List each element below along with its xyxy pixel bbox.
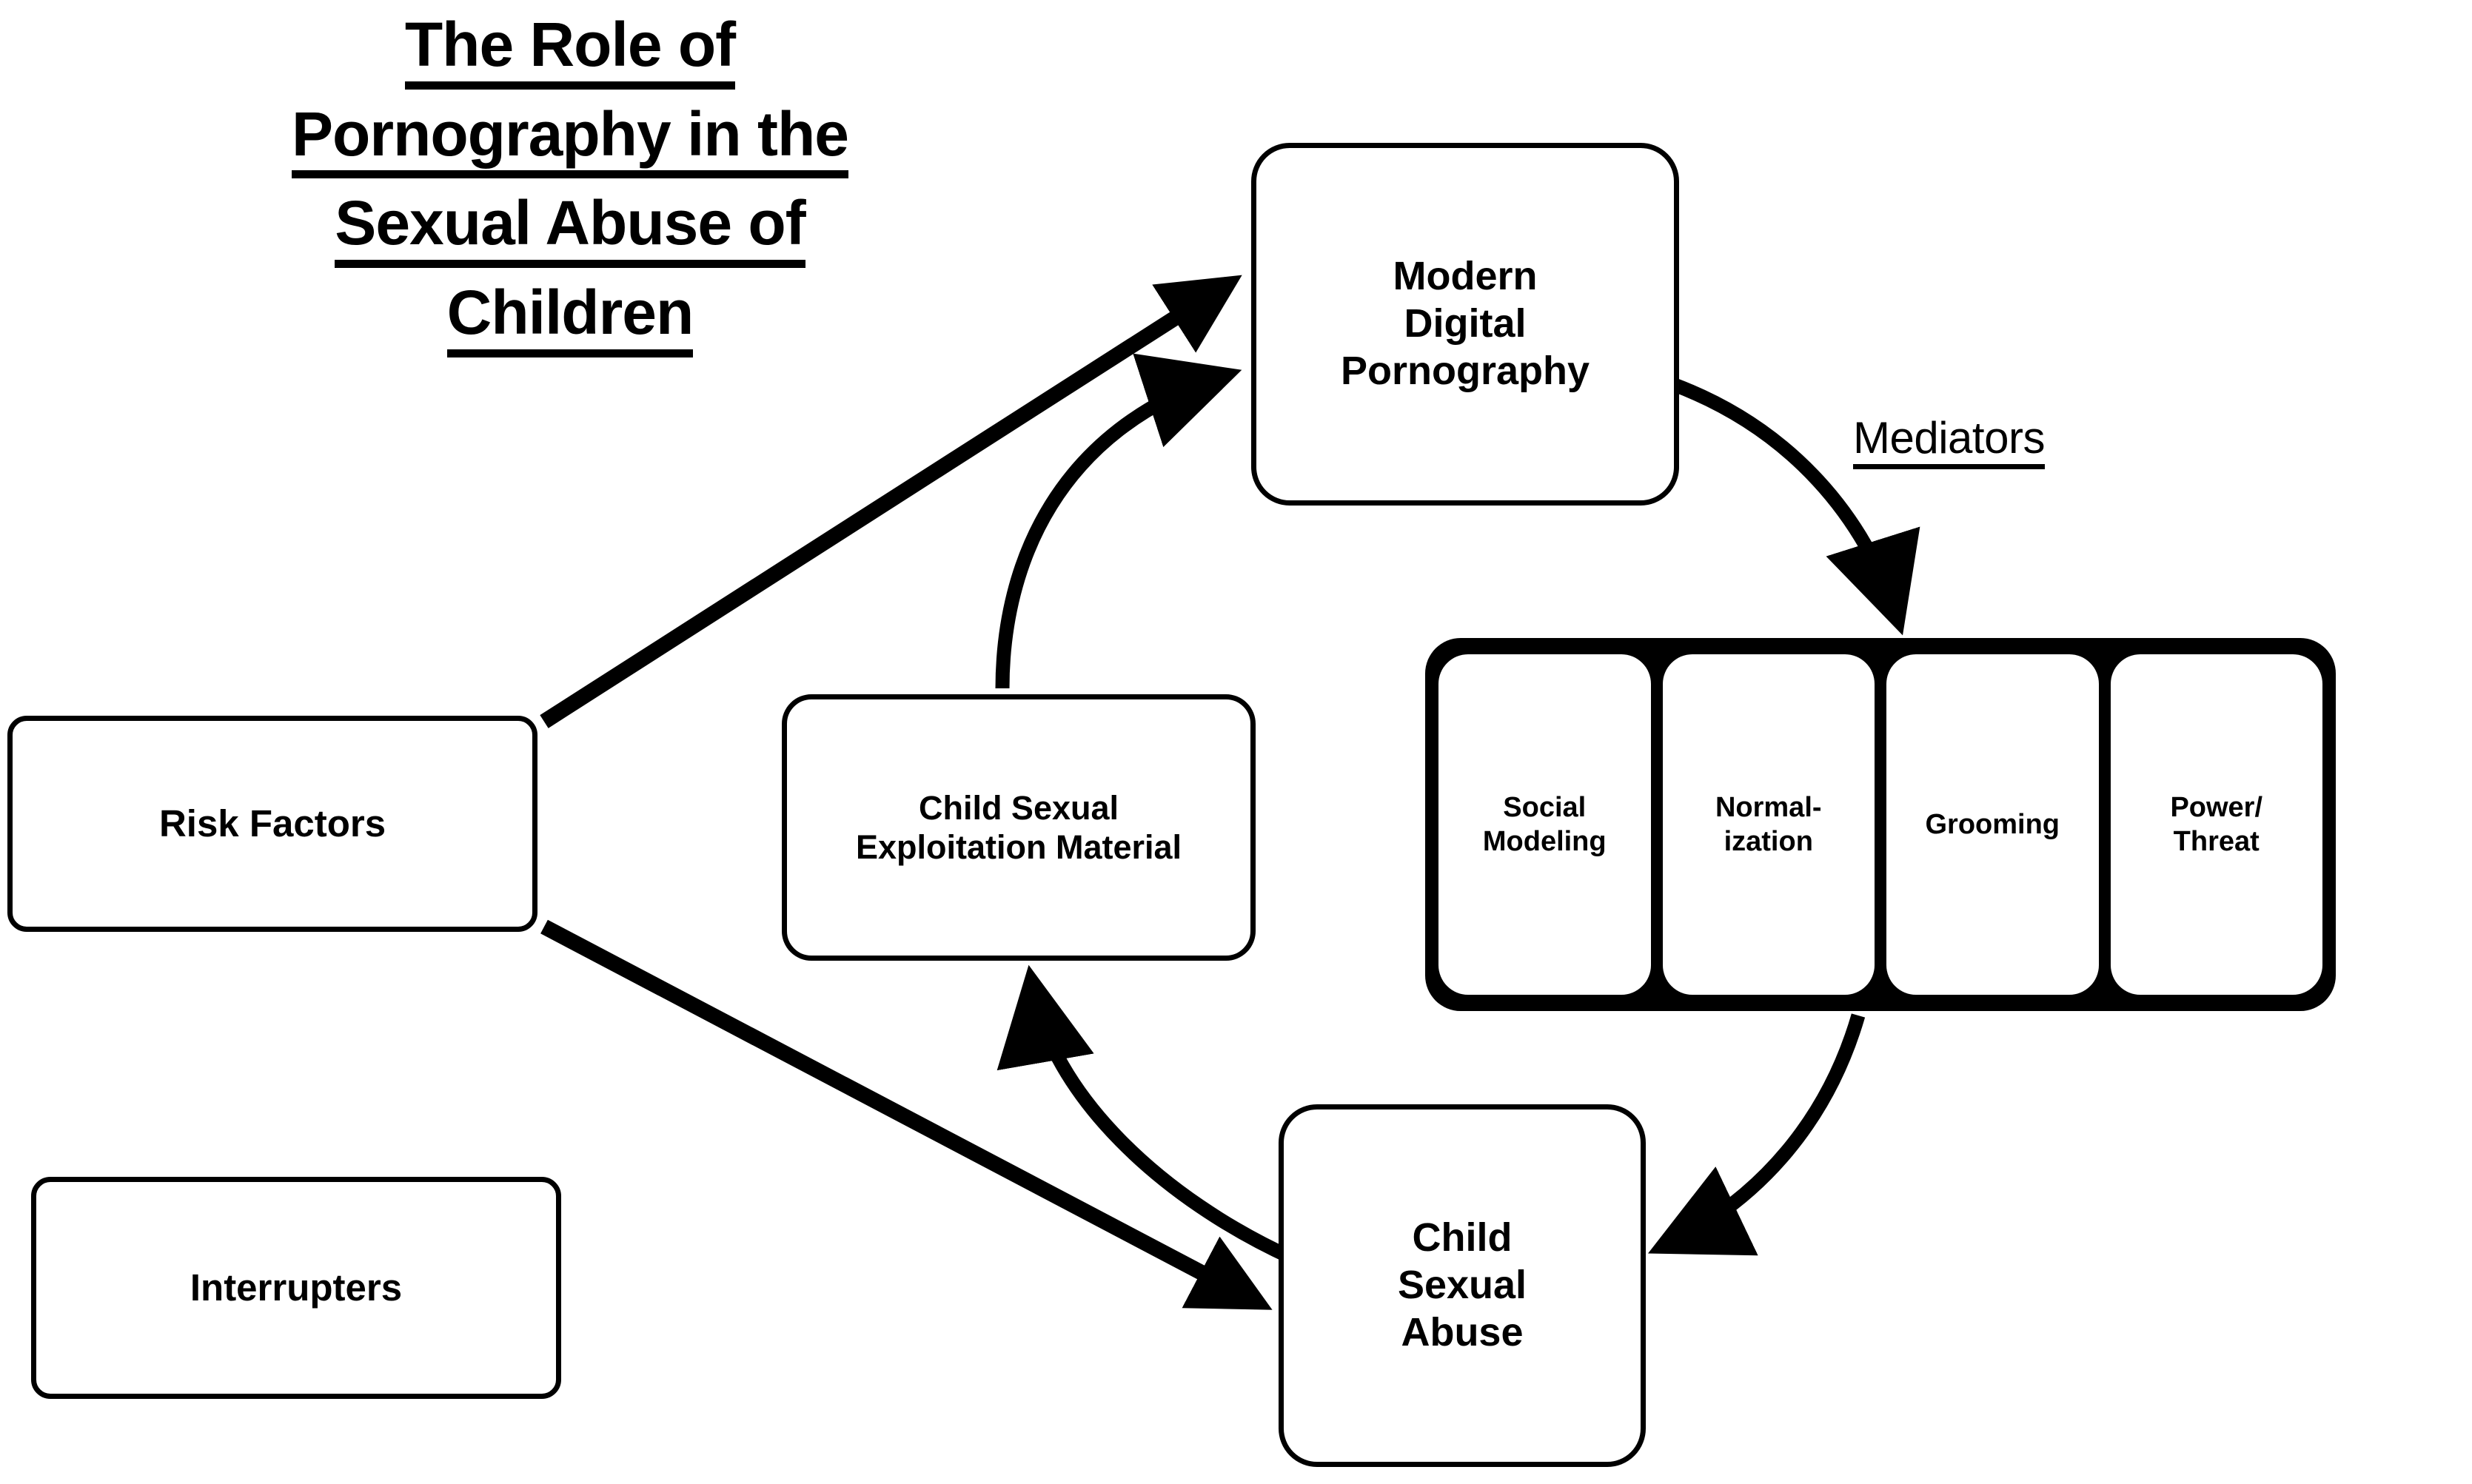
page-title-line-3: Sexual Abuse of xyxy=(133,192,1007,269)
node-interrupters-label: Interrupters xyxy=(190,1266,403,1309)
mediator-item-normalization[interactable]: Normal- ization xyxy=(1662,654,1875,995)
mediator-item-grooming-label: Grooming xyxy=(1925,808,2060,840)
page-title-line-1-text: The Role of xyxy=(404,13,736,90)
page-title-line-3-text: Sexual Abuse of xyxy=(335,192,806,269)
edge-risk-factors-to-child-sexual-abuse xyxy=(540,919,1273,1310)
mediators-heading: Mediators xyxy=(1853,414,2045,469)
node-risk-factors-label: Risk Factors xyxy=(158,802,386,845)
mediator-item-grooming[interactable]: Grooming xyxy=(1886,654,2099,995)
edge-mediators-to-child-sexual-abuse xyxy=(1647,1013,1866,1256)
node-interrupters[interactable]: Interrupters xyxy=(31,1177,561,1399)
page-title-line-2-text: Pornography in the xyxy=(291,102,849,179)
node-child-sexual-exploitation-material[interactable]: Child Sexual Exploitation Material xyxy=(782,694,1256,961)
mediator-item-power-threat-label: Power/ Threat xyxy=(2170,791,2263,857)
node-mediators-group[interactable]: Social Modeling Normal- ization Grooming… xyxy=(1425,638,2336,1011)
edge-csem-to-modern-digital-pornography xyxy=(995,353,1242,689)
node-modern-digital-pornography-label: Modern Digital Pornography xyxy=(1340,254,1590,393)
page-title: The Role of Pornography in the Sexual Ab… xyxy=(133,13,1007,371)
mediator-item-social-modeling[interactable]: Social Modeling xyxy=(1438,654,1651,995)
mediator-item-social-modeling-label: Social Modeling xyxy=(1482,791,1607,857)
edge-child-sexual-abuse-to-csem xyxy=(996,964,1296,1265)
page-title-line-4: Children xyxy=(133,281,1007,357)
mediator-item-power-threat[interactable]: Power/ Threat xyxy=(2110,654,2322,995)
node-risk-factors[interactable]: Risk Factors xyxy=(7,716,537,932)
page-title-line-4-text: Children xyxy=(446,281,694,357)
mediator-item-normalization-label: Normal- ization xyxy=(1715,791,1822,857)
page-title-line-2: Pornography in the xyxy=(133,102,1007,179)
node-modern-digital-pornography[interactable]: Modern Digital Pornography xyxy=(1251,143,1679,506)
node-child-sexual-exploitation-material-label: Child Sexual Exploitation Material xyxy=(855,788,1182,866)
page-title-line-1: The Role of xyxy=(133,13,1007,90)
node-child-sexual-abuse[interactable]: Child Sexual Abuse xyxy=(1279,1104,1646,1467)
node-child-sexual-abuse-label: Child Sexual Abuse xyxy=(1397,1215,1527,1354)
